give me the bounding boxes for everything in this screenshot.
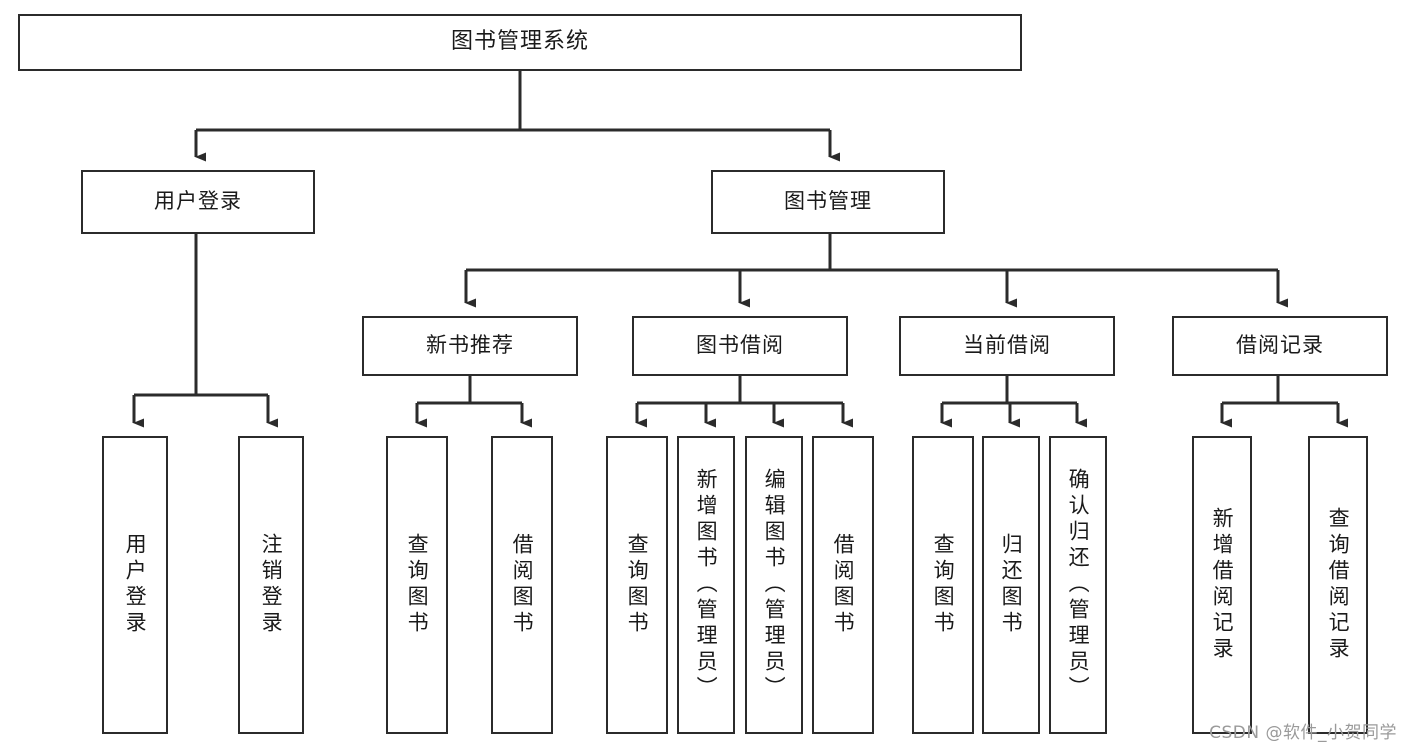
leaf-label: 注销登录 — [259, 533, 284, 637]
leaf-book-borrow-borrow-book[interactable]: 借阅图书 — [812, 436, 874, 734]
node-current-borrow[interactable]: 当前借阅 — [899, 316, 1115, 376]
node-borrow-record[interactable]: 借阅记录 — [1172, 316, 1388, 376]
leaf-new-book-query-book[interactable]: 查询图书 — [386, 436, 448, 734]
node-user-login[interactable]: 用户登录 — [81, 170, 315, 234]
leaf-user-login-login[interactable]: 用户登录 — [102, 436, 168, 734]
leaf-label: 借阅图书 — [510, 533, 535, 637]
leaf-book-borrow-add-book-admin[interactable]: 新增图书（管理员） — [677, 436, 735, 734]
leaf-current-borrow-query-book[interactable]: 查询图书 — [912, 436, 974, 734]
node-new-book-recommend[interactable]: 新书推荐 — [362, 316, 578, 376]
leaf-book-borrow-query-book[interactable]: 查询图书 — [606, 436, 668, 734]
leaf-current-borrow-confirm-return-admin[interactable]: 确认归还（管理员） — [1049, 436, 1107, 734]
leaf-label: 确认归还（管理员） — [1066, 468, 1091, 702]
leaf-label: 借阅图书 — [831, 533, 856, 637]
leaf-label: 查询借阅记录 — [1326, 507, 1351, 663]
node-book-borrow[interactable]: 图书借阅 — [632, 316, 848, 376]
csdn-watermark: CSDN @软件_小贺同学 — [1209, 723, 1397, 743]
leaf-label: 编辑图书（管理员） — [762, 468, 787, 702]
leaf-label: 查询图书 — [625, 533, 650, 637]
leaf-new-book-borrow-book[interactable]: 借阅图书 — [491, 436, 553, 734]
leaf-current-borrow-return-book[interactable]: 归还图书 — [982, 436, 1040, 734]
node-root-book-management-system[interactable]: 图书管理系统 — [18, 14, 1022, 71]
leaf-label: 用户登录 — [123, 533, 148, 637]
leaf-label: 新增图书（管理员） — [694, 468, 719, 702]
leaf-user-login-logout[interactable]: 注销登录 — [238, 436, 304, 734]
leaf-borrow-record-add-record[interactable]: 新增借阅记录 — [1192, 436, 1252, 734]
leaf-label: 查询图书 — [405, 533, 430, 637]
leaf-label: 新增借阅记录 — [1210, 507, 1235, 663]
leaf-label: 归还图书 — [999, 533, 1024, 637]
node-book-management[interactable]: 图书管理 — [711, 170, 945, 234]
leaf-borrow-record-query-record[interactable]: 查询借阅记录 — [1308, 436, 1368, 734]
leaf-label: 查询图书 — [931, 533, 956, 637]
leaf-book-borrow-edit-book-admin[interactable]: 编辑图书（管理员） — [745, 436, 803, 734]
